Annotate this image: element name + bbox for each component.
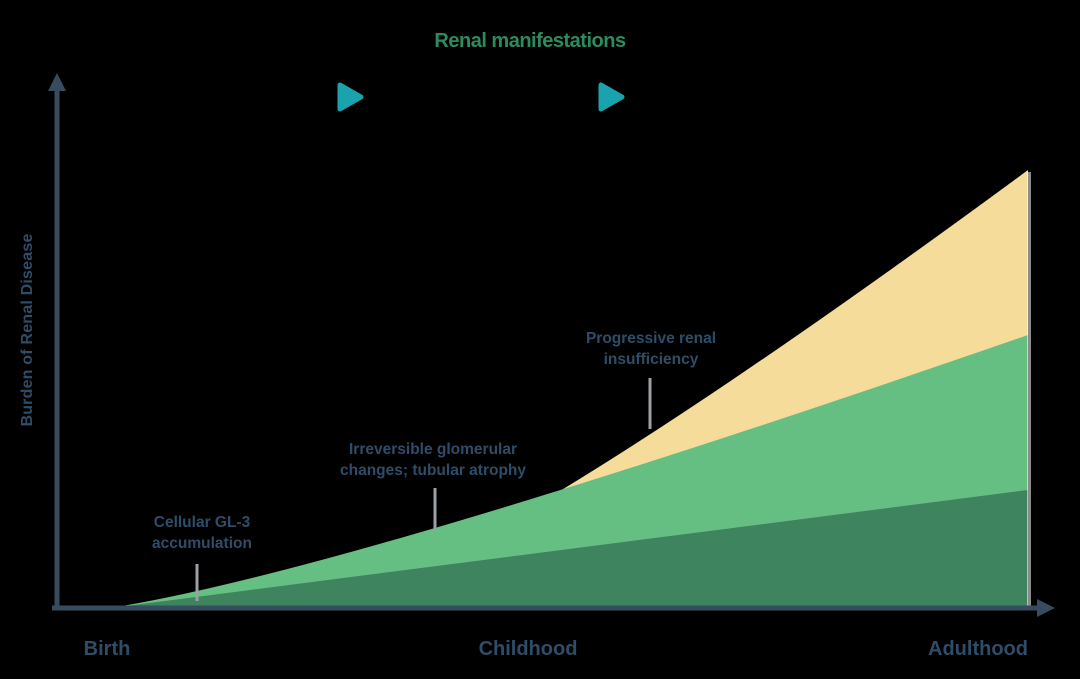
annotation-line: Progressive renal <box>585 330 717 347</box>
annotation-line: insufficiency <box>603 351 699 368</box>
y-axis-label: Burden of Renal Disease <box>19 233 36 427</box>
x-tick-childhood: Childhood <box>478 638 578 660</box>
annotation-gl3-accumulation: Cellular GL-3 accumulation <box>152 512 252 554</box>
x-tick-birth: Birth <box>83 638 131 660</box>
annotation-glomerular-changes: Irreversible glomerular changes; tubular… <box>340 439 526 481</box>
annotation-line: changes; tubular atrophy <box>339 462 527 479</box>
play-triangle-icon-1 <box>337 82 364 112</box>
x-axis-arrow-icon <box>1037 599 1055 617</box>
band-cellular-gl3-accumulation <box>110 490 1028 608</box>
annotation-renal-insufficiency: Progressive renal insufficiency <box>586 328 716 370</box>
play-triangle-icon-2 <box>598 82 625 112</box>
annotation-line: Irreversible glomerular <box>349 441 517 458</box>
annotation-line: Cellular GL-3 <box>153 514 251 531</box>
y-axis-arrow-icon <box>48 73 66 91</box>
annotation-line: accumulation <box>152 535 252 552</box>
chart-title: Renal manifestations <box>434 30 626 52</box>
x-tick-adulthood: Adulthood <box>928 638 1028 660</box>
